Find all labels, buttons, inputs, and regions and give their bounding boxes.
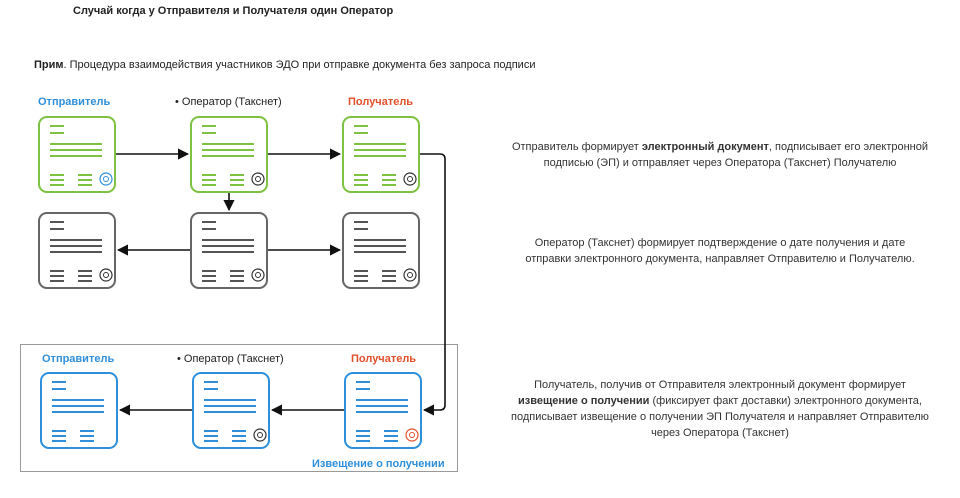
doc-operator-row3: [192, 372, 270, 449]
doc-sender-row2: [38, 212, 116, 289]
d3-line3: подписывает извещение о получении ЭП Пол…: [511, 411, 929, 423]
d1-b: электронный документ: [641, 141, 769, 153]
doc-sender-row1: [38, 116, 116, 193]
doc-receiver-row2: [342, 212, 420, 289]
d2-line2: отправки электронного документа, направл…: [525, 253, 915, 265]
doc-operator-row1: [190, 116, 268, 193]
caption-bold: Прим: [34, 59, 64, 71]
description-step-2: Оператор (Такснет) формирует подтвержден…: [490, 235, 950, 267]
d3-c: (фиксирует факт доставки) электронного д…: [649, 395, 922, 407]
doc-sender-row3: [40, 372, 118, 449]
notice-frame-label: Извещение о получении: [312, 458, 445, 470]
d2-line1: Оператор (Такснет) формирует подтвержден…: [534, 237, 906, 249]
d1-c: , подписывает его электронной: [768, 141, 929, 153]
column-sender-bottom: Отправитель: [42, 353, 115, 365]
d1-a: Отправитель формирует: [511, 141, 642, 153]
doc-receiver-row3: [344, 372, 422, 449]
arrow-receiver-loop-to-notice: [420, 153, 446, 416]
description-step-3: Получатель, получив от Отправителя элект…: [490, 377, 950, 441]
caption: Прим. Процедура взаимодействия участнико…: [34, 59, 535, 71]
d3-b: извещение о получении: [518, 395, 650, 407]
d3-line4: через Оператора (Такснет): [651, 427, 789, 439]
column-operator-bottom: • Оператор (Такснет): [177, 353, 284, 365]
caption-text: . Процедура взаимодействия участников ЭД…: [63, 59, 536, 71]
column-receiver-top: Получатель: [348, 96, 414, 108]
doc-receiver-row1: [342, 116, 420, 193]
column-operator-top: • Оператор (Такснет): [175, 96, 282, 108]
description-step-1: Отправитель формирует электронный докуме…: [490, 139, 950, 171]
page-title: Случай когда у Отправителя и Получателя …: [73, 5, 394, 17]
notice-frame: [20, 344, 458, 472]
column-sender-top: Отправитель: [38, 96, 111, 108]
d3-line1: Получатель, получив от Отправителя элект…: [534, 379, 906, 391]
column-receiver-bottom: Получатель: [351, 353, 417, 365]
doc-operator-row2: [190, 212, 268, 289]
d1-line2: подписью (ЭП) и отправляет через Операто…: [543, 157, 897, 169]
